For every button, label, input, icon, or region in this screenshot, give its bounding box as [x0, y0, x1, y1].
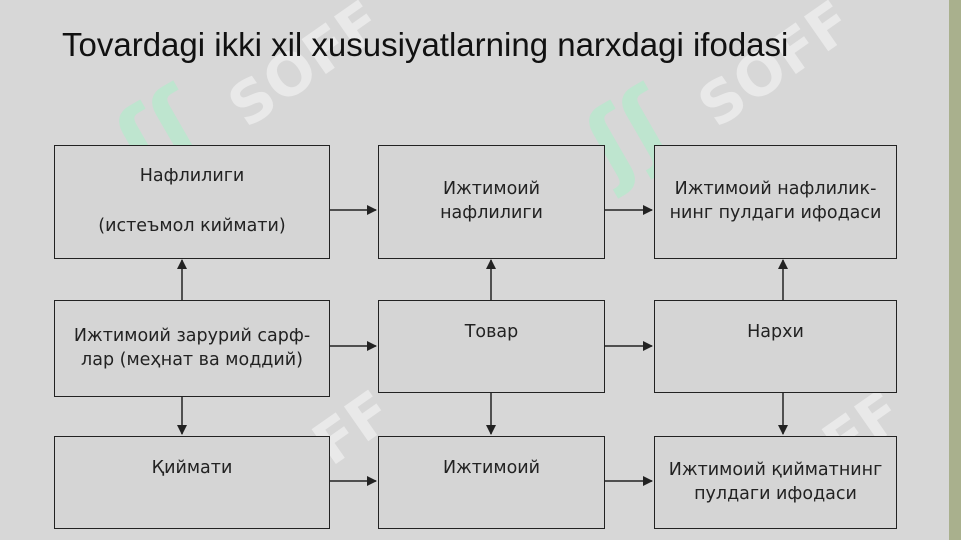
box-qiymati: Қиймати: [54, 436, 330, 529]
slide-side-bar: [949, 0, 961, 540]
box-ijtimoiy-nafliligi: Ижтимоий нафлилиги: [378, 145, 605, 259]
box-naflilik-pul-ifodasi: Ижтимоий нафлилик- нинг пулдаги ифодаси: [654, 145, 897, 259]
box-ijtimoiy: Ижтимоий: [378, 436, 605, 529]
box-narxi: Нархи: [654, 300, 897, 393]
box-zaruriy-sarflar: Ижтимоий зарурий сарф- лар (меҳнат ва мо…: [54, 300, 330, 397]
box-tovar: Товар: [378, 300, 605, 393]
box-nafliligi: Нафлилиги (истеъмол киймати): [54, 145, 330, 259]
slide-title: Tovardagi ikki xil xususiyatlarning narx…: [62, 26, 789, 63]
box-qiymat-pul-ifodasi: Ижтимоий қийматнинг пулдаги ифодаси: [654, 436, 897, 529]
